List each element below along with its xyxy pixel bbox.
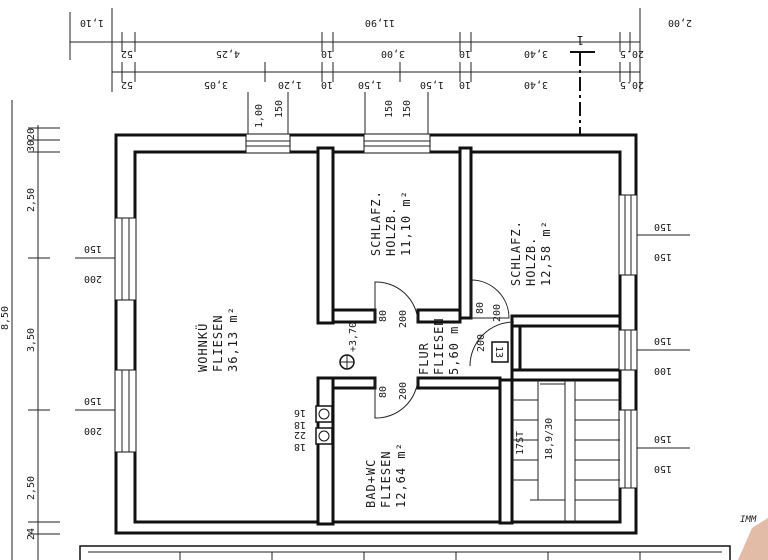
- row2-small-2: 10: [321, 79, 333, 90]
- chimney: 16 18 22 18: [294, 405, 333, 452]
- room-schlafz-2: SCHLAFZ. HOLZB. 12,58 m² 80 200: [475, 220, 553, 322]
- top-window-marks: 1,00 150 150 150: [247, 92, 429, 135]
- row2-ticks: [111, 62, 631, 82]
- right-window-3-top: 150: [654, 433, 672, 444]
- bad-area: 12,64 m²: [394, 442, 408, 508]
- schlafz1-door-h: 200: [398, 310, 409, 328]
- chimney-mark-1: 16: [294, 407, 306, 418]
- schlafz2-name: SCHLAFZ.: [509, 220, 523, 286]
- left-dimension-chain: 20 30 2,50 8,50 3,50 2,50 24: [0, 100, 60, 560]
- bad-floor: FLIESEN: [379, 450, 393, 508]
- row1-dim-2: 3,00: [381, 48, 405, 59]
- row2-dim-2: 1,20: [278, 79, 302, 90]
- bottom-foundation: [79, 545, 731, 560]
- stairs-label: 17ST: [515, 431, 526, 455]
- row1-small-2: 10: [321, 48, 333, 59]
- row1-small-1: 52: [121, 48, 133, 59]
- bad-door-w: 80: [378, 386, 389, 398]
- bad-door-h: 200: [398, 382, 409, 400]
- schlafz2-door-h: 200: [492, 304, 503, 322]
- doors: [374, 279, 515, 419]
- left-small-2: 30: [26, 140, 37, 152]
- wohnkue-floor: FLIESEN: [211, 314, 225, 372]
- left-window-2-top: 150: [84, 395, 102, 406]
- closet-door-mark: 200: [476, 334, 487, 352]
- level-mark-label: +3,70: [348, 322, 359, 352]
- schlafz1-floor: HOLZB.: [384, 207, 398, 256]
- chimney-mark-3: 22: [294, 429, 306, 440]
- room-flur: FLUR FLIESEN 5,60 m² 200: [417, 317, 487, 375]
- watermark-text: IMM: [740, 515, 757, 525]
- row2-dim-3: 1,50: [358, 79, 382, 90]
- right-window-2-bottom: 100: [654, 365, 672, 376]
- schlafz1-name: SCHLAFZ.: [369, 190, 383, 256]
- small-box: 13: [491, 341, 509, 363]
- row1-ticks: [111, 32, 631, 52]
- wohnkue-area: 36,13 m²: [226, 306, 240, 372]
- top-window-mark-3: 150: [384, 100, 395, 118]
- stairs-size: 18,9/30: [544, 418, 555, 460]
- wohnkue-name: WOHNKÜ: [194, 323, 210, 372]
- row2-small-3: 10: [459, 79, 471, 90]
- top-window-mark-1: 1,00: [254, 104, 265, 128]
- row2-small-1: 52: [121, 79, 133, 90]
- right-window-1-top: 150: [654, 221, 672, 232]
- windows: [114, 133, 638, 489]
- watermark-logo: IMM: [738, 515, 768, 560]
- top-window-mark-4: 150: [402, 100, 413, 118]
- left-small-3: 24: [26, 528, 37, 540]
- left-dim-1: 2,50: [26, 188, 37, 212]
- room-bad: BAD+WC FLIESEN 12,64 m² 80 200: [364, 382, 409, 508]
- chimney-mark-2: 18: [294, 419, 306, 430]
- small-box-label: 13: [493, 346, 504, 358]
- flur-name: FLUR: [417, 342, 431, 375]
- row2-dim-1: 3,05: [204, 79, 228, 90]
- top-dimension-chains: 1,10 11,90 2,00 4,25 3,00 3,40 52 10 10 …: [69, 8, 692, 92]
- top-window-mark-2: 150: [274, 100, 285, 118]
- schlafz2-door-w: 80: [475, 302, 486, 314]
- row2-dim-4: 1,50: [420, 79, 444, 90]
- left-dim-3: 2,50: [26, 476, 37, 500]
- overall-right-dim: 2,00: [668, 17, 692, 28]
- left-window-1-top: 150: [84, 243, 102, 254]
- right-window-1-bottom: 150: [654, 251, 672, 262]
- row2-dim-5: 3,40: [524, 79, 548, 90]
- section-marker-label: 1: [576, 33, 584, 47]
- row1-dim-1: 4,25: [216, 48, 240, 59]
- level-marker: +3,70: [339, 322, 359, 370]
- row1-small-3: 10: [459, 48, 471, 59]
- row1-small-4: 20.5: [620, 48, 644, 59]
- room-schlafz-1: SCHLAFZ. HOLZB. 11,10 m² 80 200: [369, 190, 413, 328]
- flur-floor: FLIESEN: [432, 317, 446, 375]
- room-wohnkue: WOHNKÜ FLIESEN 36,13 m²: [194, 306, 240, 372]
- right-window-marks: 150 150 150 100 150 150: [630, 221, 690, 474]
- left-window-1-bottom: 200: [84, 273, 102, 284]
- bad-name: BAD+WC: [364, 459, 378, 508]
- left-window-2-bottom: 200: [84, 425, 102, 436]
- left-small-1: 20: [26, 128, 37, 140]
- left-dim-2: 3,50: [26, 328, 37, 352]
- row2-small-4: 20.5: [620, 79, 644, 90]
- row1-dim-3: 3,40: [524, 48, 548, 59]
- right-window-3-bottom: 150: [654, 463, 672, 474]
- right-window-2-top: 150: [654, 335, 672, 346]
- section-marker: 1: [570, 33, 595, 135]
- schlafz2-floor: HOLZB.: [524, 237, 538, 286]
- left-overall-dim: 8,50: [0, 306, 11, 330]
- stairs: 17ST 18,9/30: [512, 380, 620, 522]
- flur-area: 5,60 m²: [447, 317, 461, 375]
- schlafz2-area: 12,58 m²: [539, 220, 553, 286]
- overall-mid-dim: 11,90: [365, 17, 395, 28]
- overall-left-dim: 1,10: [80, 17, 104, 28]
- chimney-mark-4: 18: [294, 441, 306, 452]
- schlafz1-door-w: 80: [378, 310, 389, 322]
- schlafz1-area: 11,10 m²: [399, 190, 413, 256]
